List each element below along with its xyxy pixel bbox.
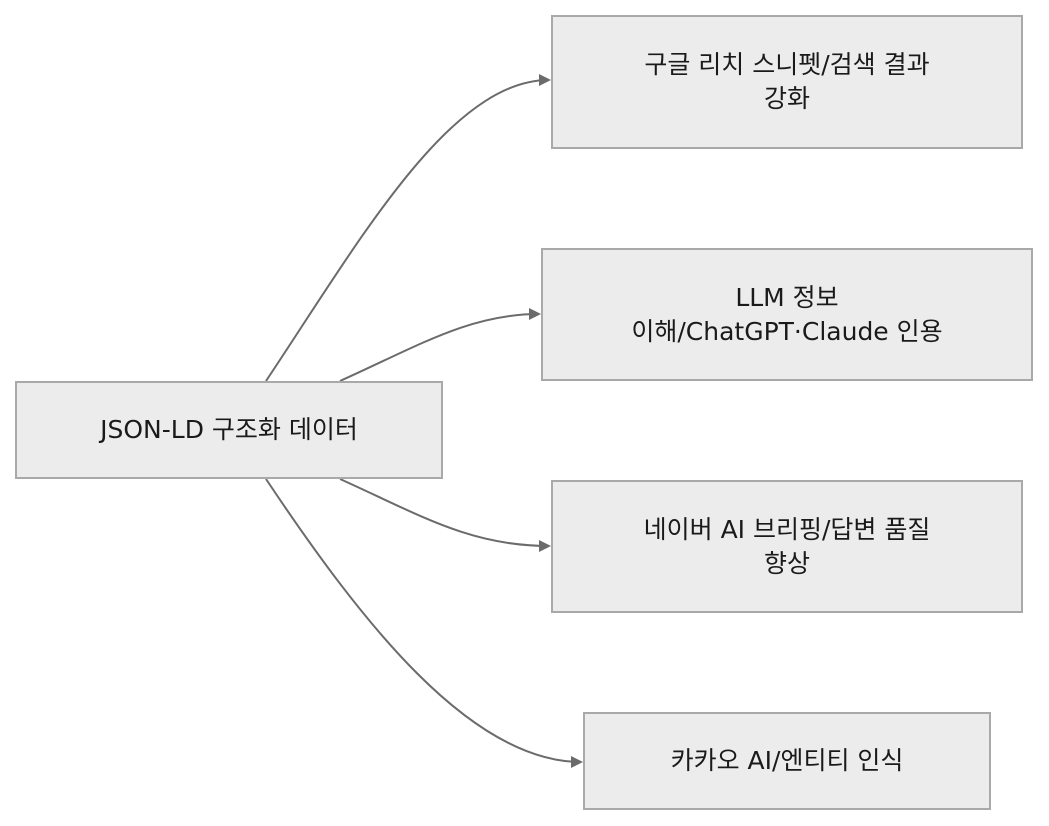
edge-to-google [265,74,551,382]
target-node-llm-label: LLM 정보 이해/ChatGPT·Claude 인용 [631,282,943,346]
target-node-llm: LLM 정보 이해/ChatGPT·Claude 인용 [541,248,1033,381]
target-node-kakao: 카카오 AI/엔티티 인식 [583,712,991,810]
edge-to-llm [339,308,541,382]
target-node-naver: 네이버 AI 브리핑/답변 품질 향상 [551,480,1023,613]
target-node-naver-label: 네이버 AI 브리핑/답변 품질 향상 [643,514,931,578]
edge-to-naver [339,478,551,552]
target-node-google-label: 구글 리치 스니펫/검색 결과 강화 [644,50,930,113]
target-node-google: 구글 리치 스니펫/검색 결과 강화 [551,15,1023,149]
source-node-label: JSON-LD 구조화 데이터 [100,415,358,444]
target-node-kakao-label: 카카오 AI/엔티티 인식 [670,746,904,775]
source-node: JSON-LD 구조화 데이터 [15,381,443,479]
edge-to-kakao [265,478,583,768]
